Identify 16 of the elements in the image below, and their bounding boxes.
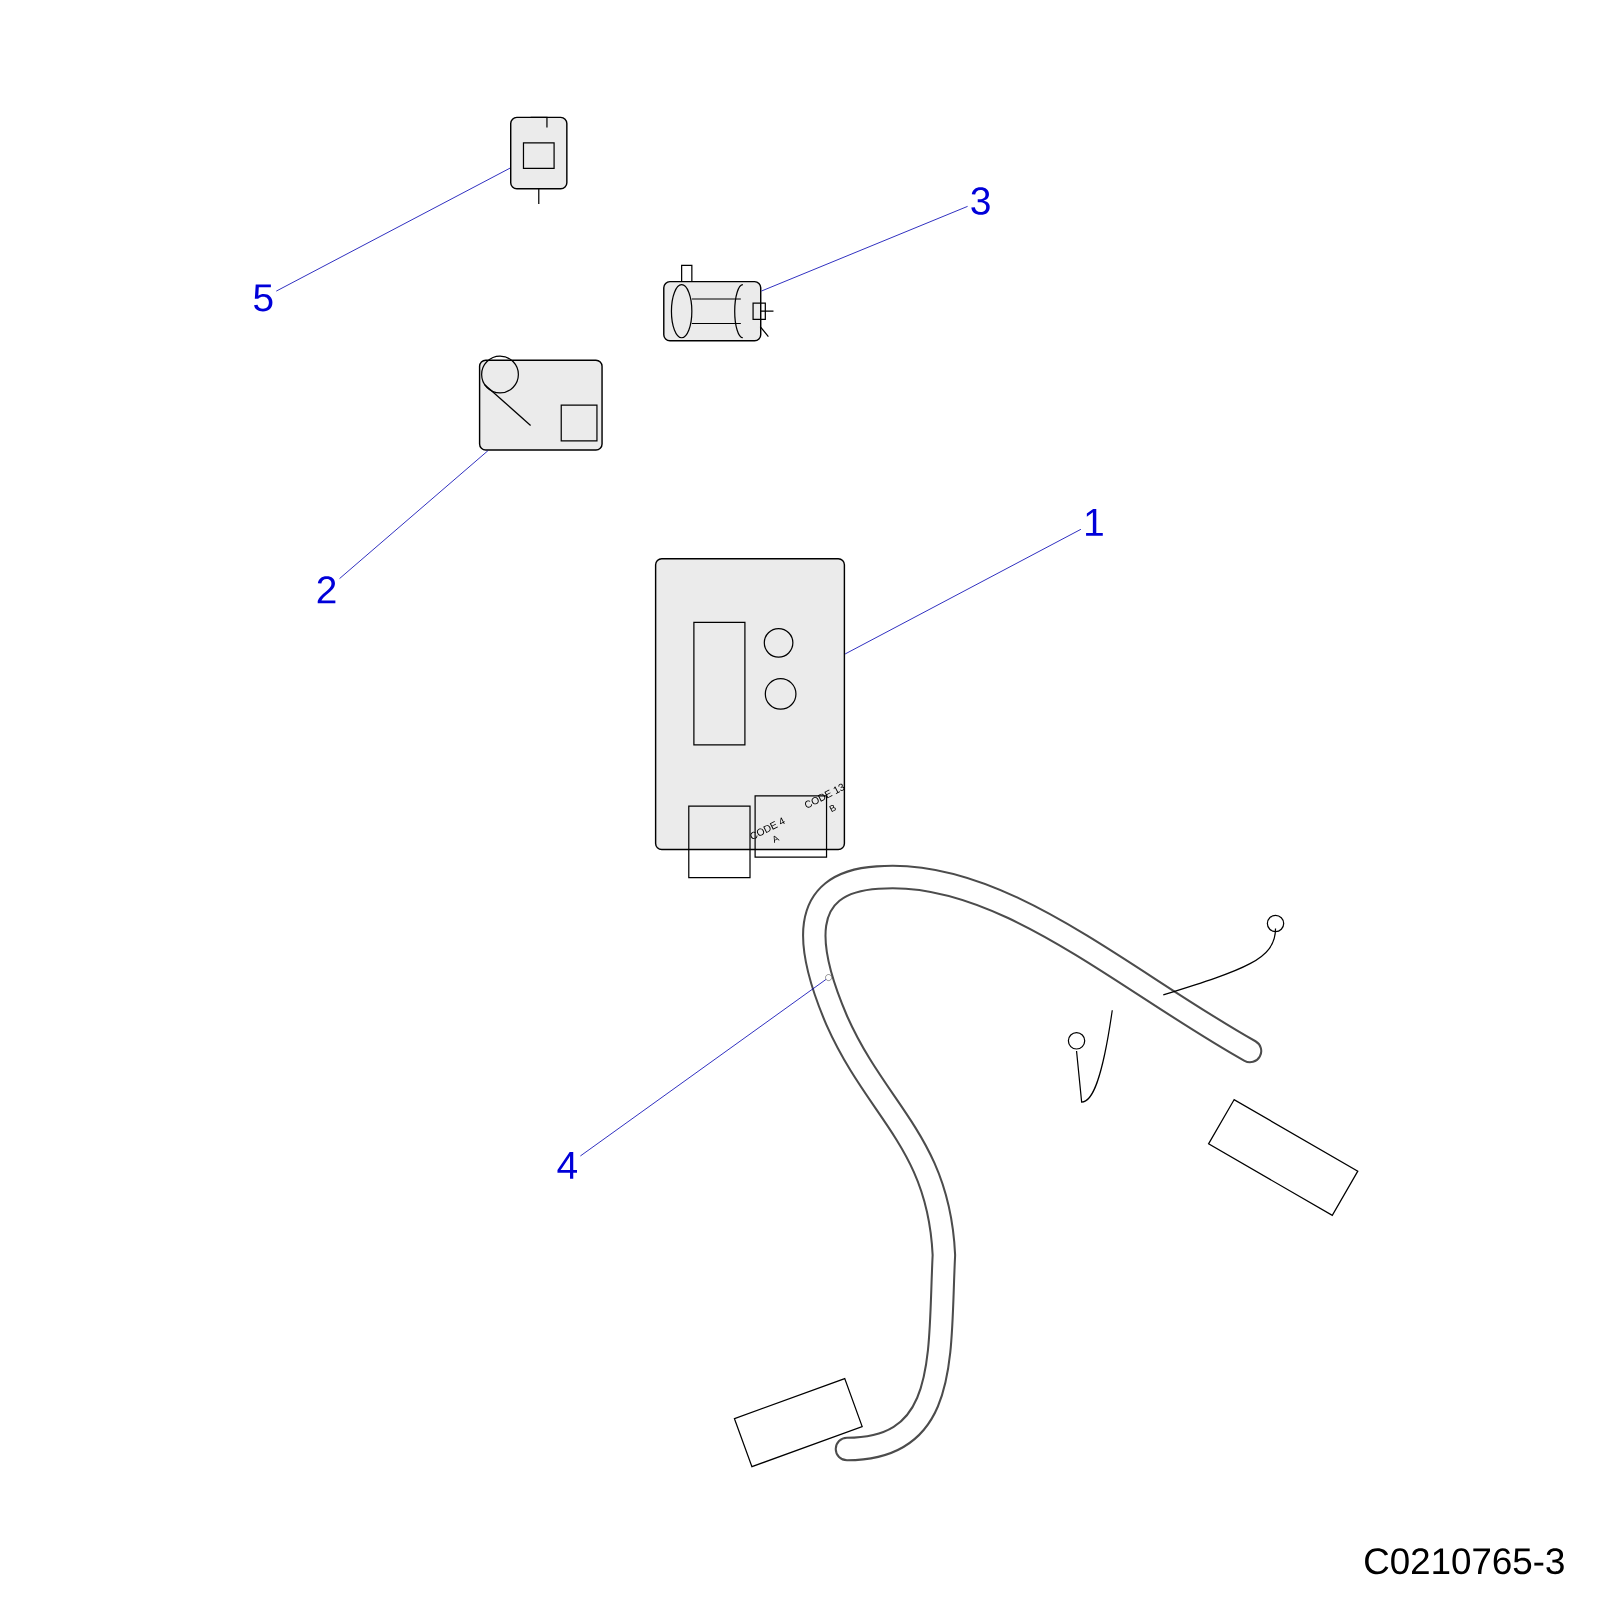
callout-number: 3 <box>971 187 990 215</box>
part-number: C0210765-3 <box>1365 1548 1564 1575</box>
callout-number: 1 <box>1086 509 1103 536</box>
wire-harness-drawing <box>733 865 1359 1468</box>
leader-line <box>275 167 511 292</box>
leader-line <box>761 205 968 292</box>
leader-line <box>844 528 1082 655</box>
leader-line <box>339 450 489 579</box>
callout-number: 5 <box>254 284 273 312</box>
switch-drawing <box>510 116 568 205</box>
leader-line <box>579 979 827 1157</box>
key-switch-drawing <box>478 355 603 451</box>
callout-number: 2 <box>317 576 336 604</box>
callout-number: 4 <box>557 1152 577 1179</box>
solenoid-drawing <box>663 264 775 342</box>
control-module-drawing <box>654 557 846 879</box>
